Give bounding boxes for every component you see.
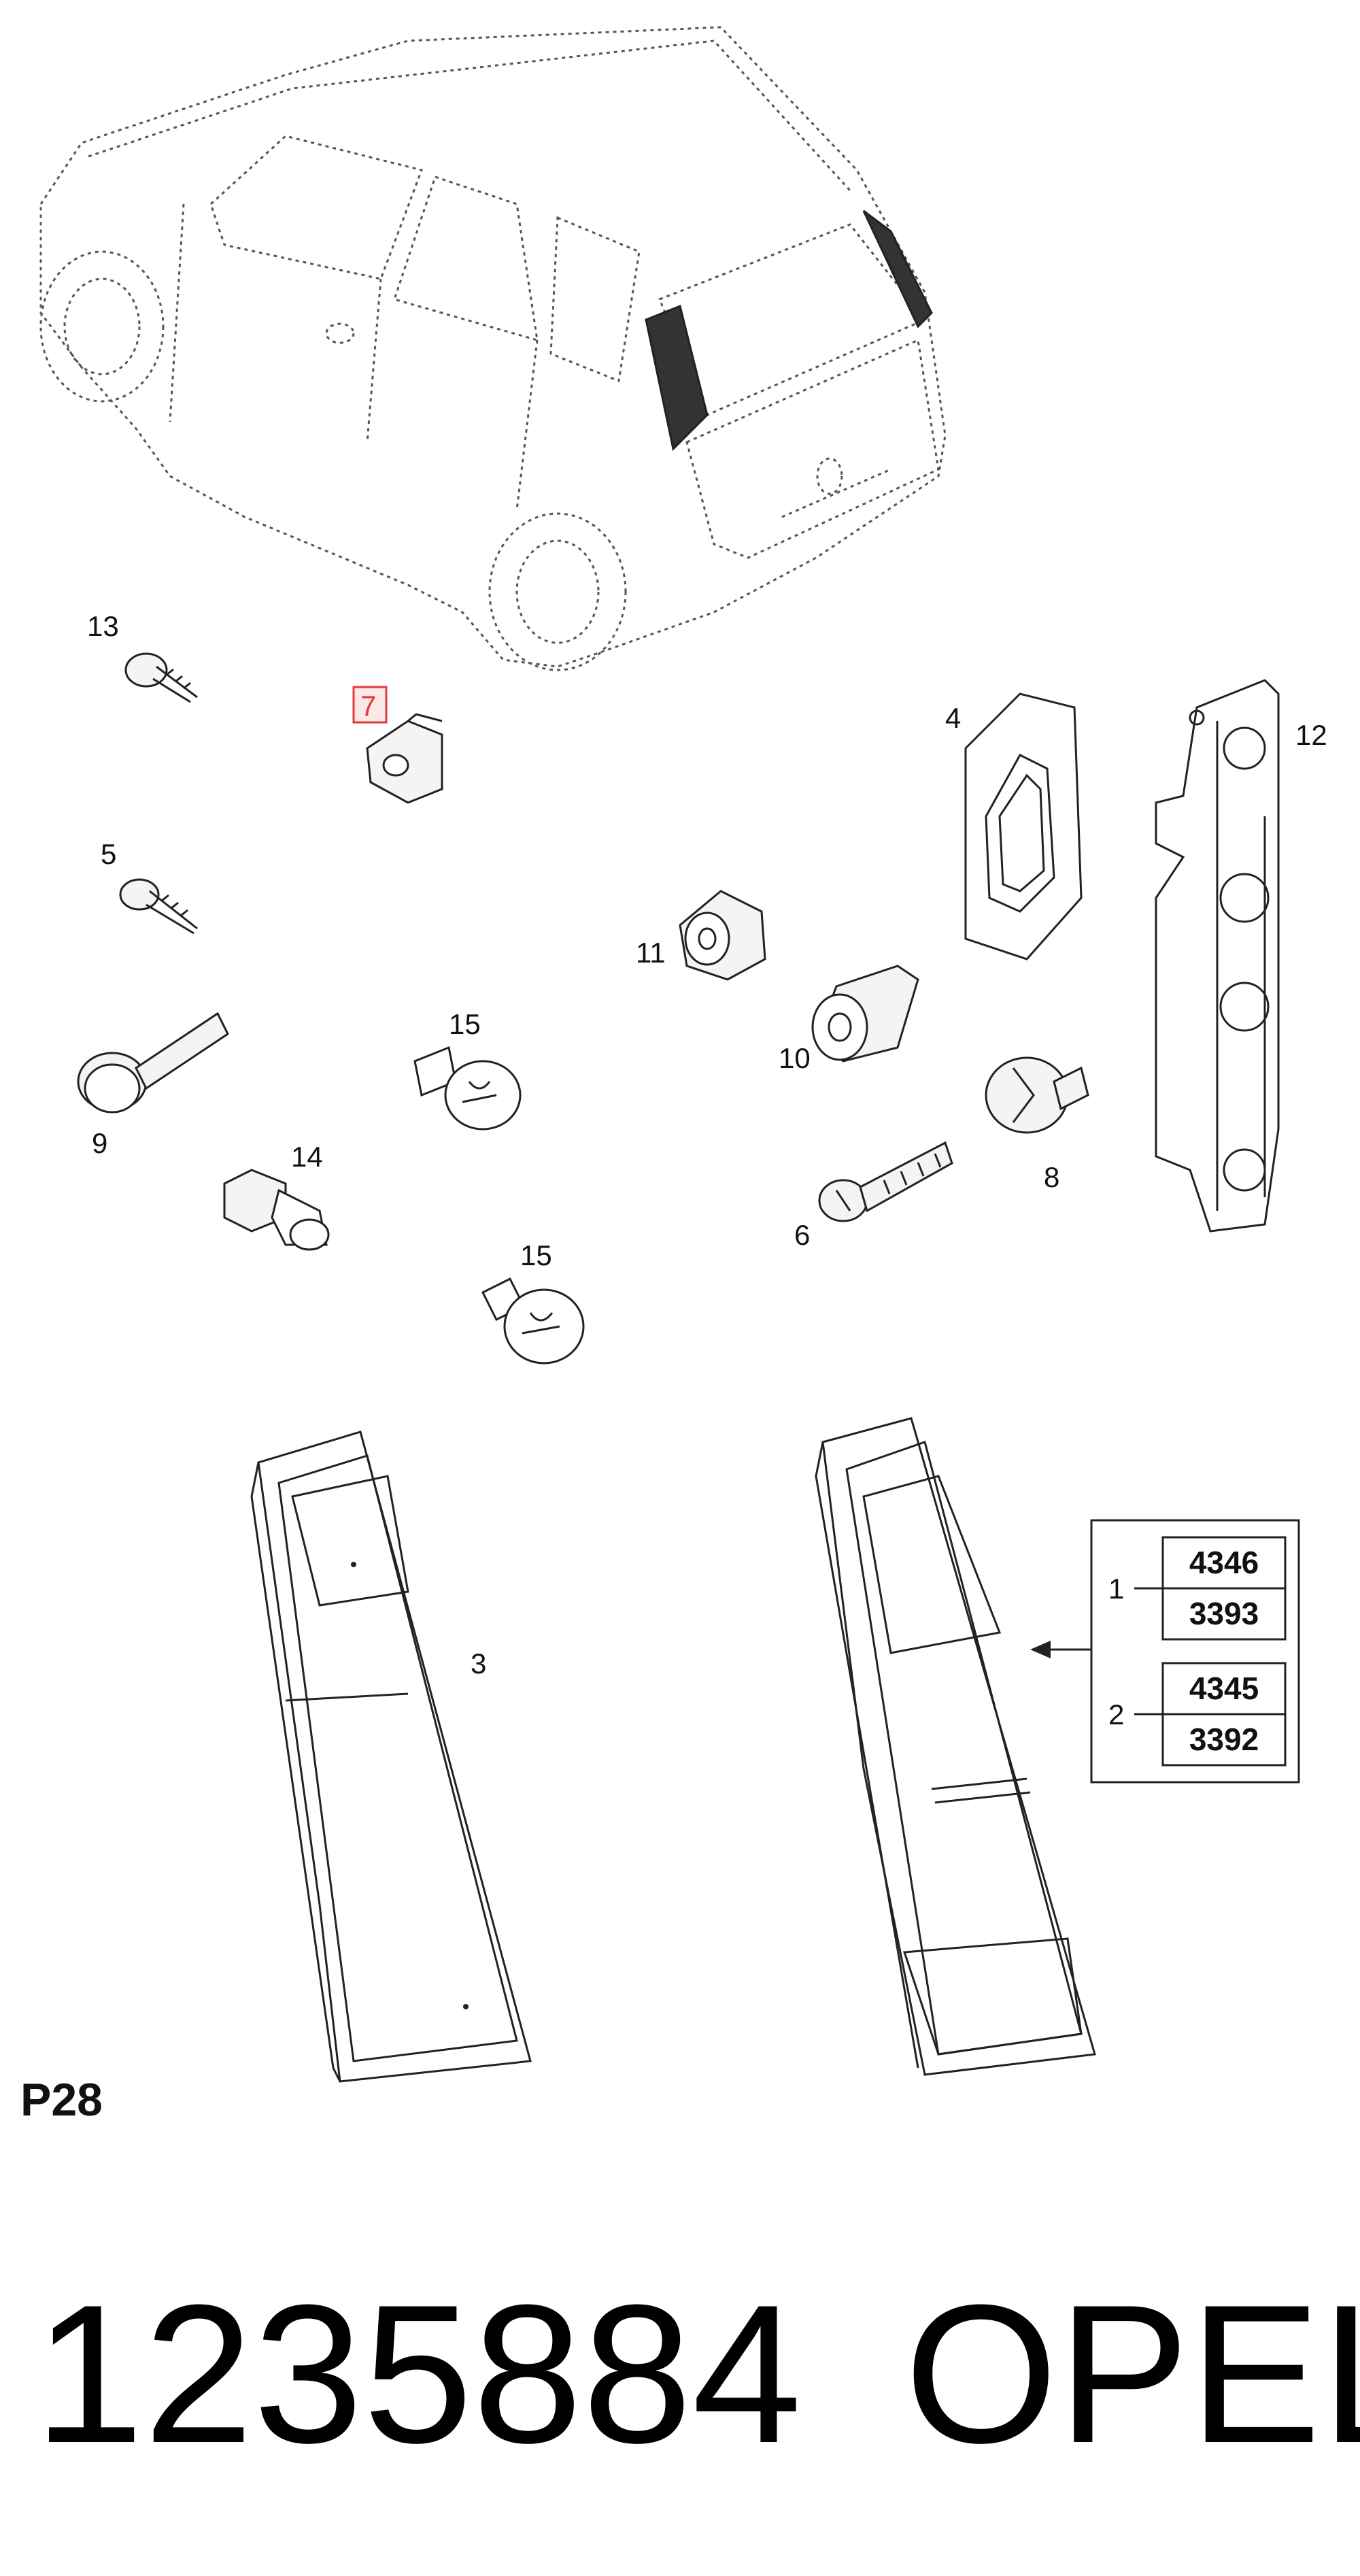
part-15-bulb-top — [413, 1046, 522, 1131]
callout-14: 14 — [291, 1141, 323, 1173]
variant-2-top: 4345 — [1189, 1671, 1259, 1706]
variant-2-label: 2 — [1108, 1699, 1124, 1730]
part-10-grommet — [811, 965, 919, 1063]
callout-7-highlight-box — [352, 686, 388, 724]
callout-9: 9 — [92, 1127, 107, 1159]
part-3-left-lamp — [250, 1431, 532, 2083]
callout-10: 10 — [779, 1042, 811, 1074]
callout-7: 7 — [360, 690, 376, 722]
variant-1-bottom: 3393 — [1189, 1596, 1259, 1631]
callout-8: 8 — [1044, 1161, 1059, 1193]
callout-4: 4 — [945, 702, 961, 734]
part-13-screw — [124, 652, 198, 703]
callout-13: 13 — [87, 610, 119, 642]
part-7-clip — [366, 713, 443, 804]
right-lamp — [815, 1417, 1096, 2076]
callout-3: 3 — [471, 1647, 486, 1679]
callout-15a: 15 — [449, 1008, 481, 1040]
part-15-bulb-bottom — [481, 1277, 585, 1365]
part-5-screw — [119, 878, 198, 935]
page-reference: P28 — [20, 2074, 103, 2126]
variant-1-label: 1 — [1108, 1573, 1124, 1605]
part-12-bulb-carrier — [1155, 679, 1280, 1233]
callout-6: 6 — [794, 1219, 810, 1251]
car-illustration — [39, 26, 947, 671]
part-9-bolt — [77, 1011, 229, 1114]
variant-2-bottom: 3392 — [1189, 1722, 1259, 1757]
part-14-bulb-socket — [223, 1169, 330, 1251]
part-8-clip-nut — [985, 1056, 1089, 1134]
footer-brand: OPEL — [904, 2264, 1360, 2484]
callout-11: 11 — [636, 937, 666, 969]
variant-1-top: 4346 — [1189, 1545, 1259, 1580]
variant-box: 1 4346 3393 2 4345 3392 — [1030, 1519, 1300, 1784]
part-6-screw — [818, 1141, 953, 1222]
part-11-spacer — [679, 890, 766, 981]
callout-15b: 15 — [520, 1239, 552, 1271]
part-4-gasket — [964, 692, 1083, 960]
footer-part-number: 1235884 — [34, 2264, 802, 2484]
callout-12: 12 — [1295, 719, 1327, 751]
callout-5: 5 — [101, 838, 116, 870]
